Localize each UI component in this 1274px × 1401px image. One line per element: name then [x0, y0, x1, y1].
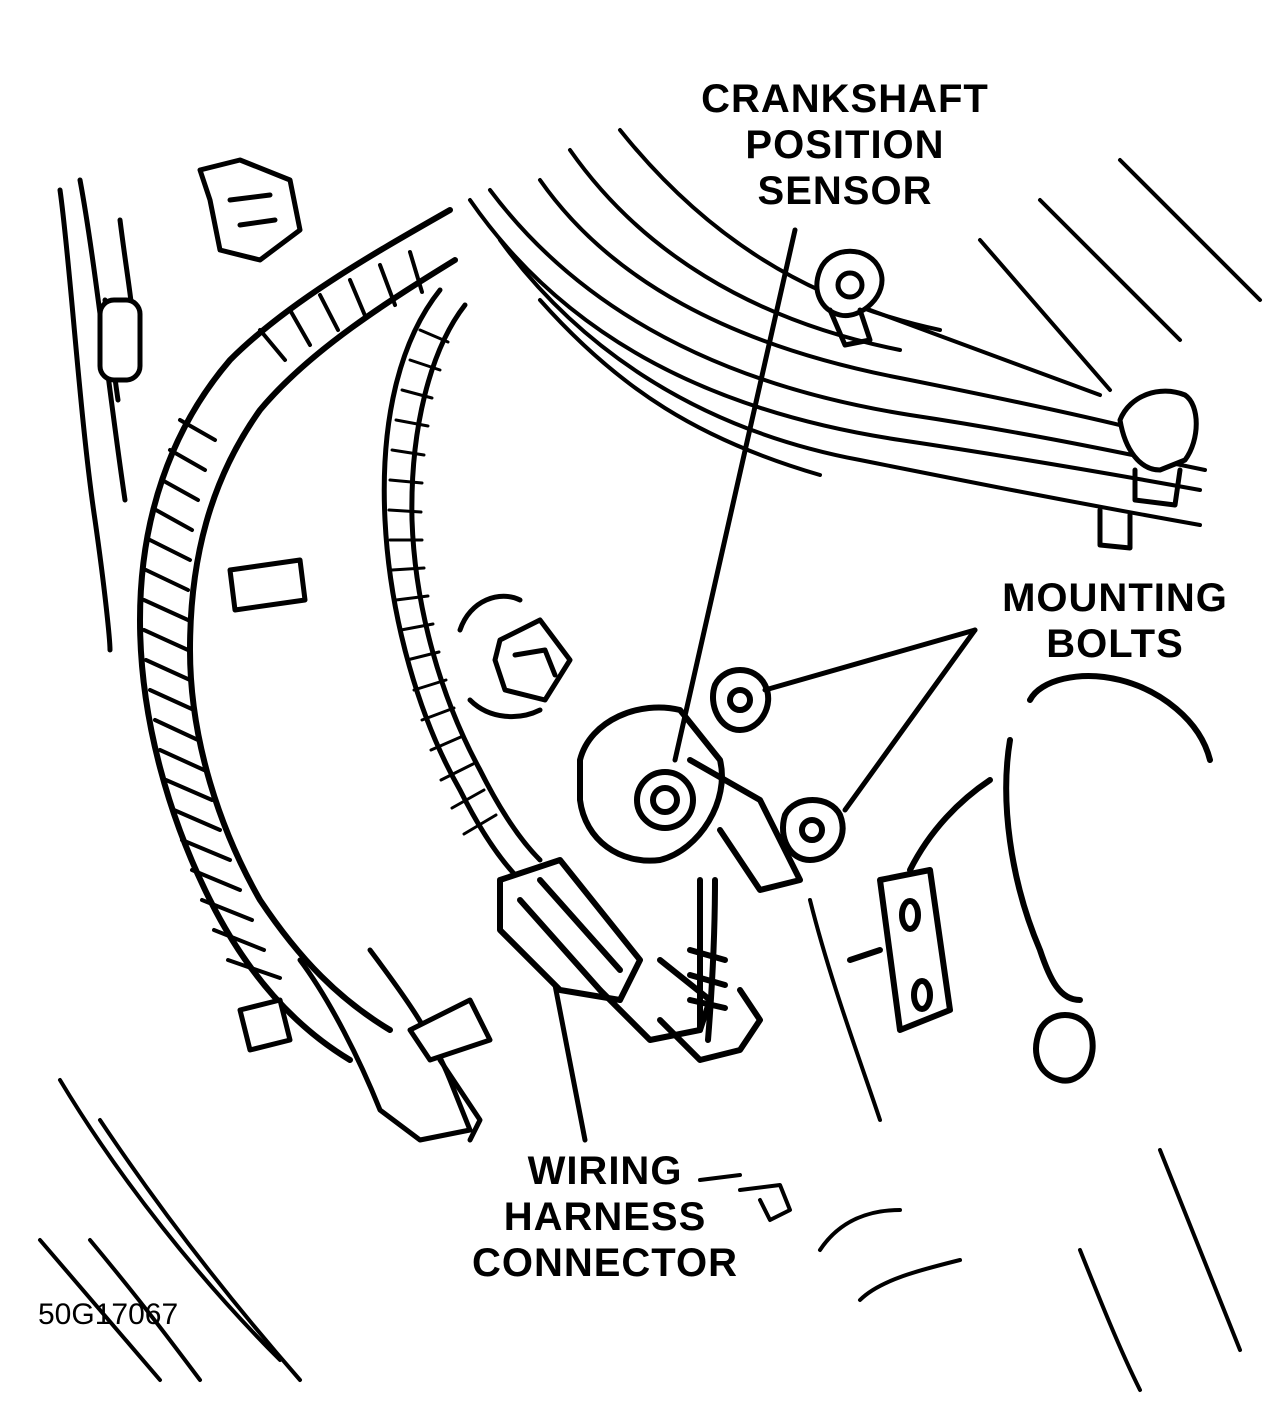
cps-label-line-3: SENSOR	[757, 169, 933, 213]
leader-lines	[552, 227, 978, 1143]
wiring-harness-connector-body	[497, 857, 763, 1063]
whc-label-line-2: HARNESS	[503, 1195, 707, 1239]
corrugated-conduit	[381, 287, 543, 883]
figure-id: 50G17067	[38, 1298, 179, 1331]
crankshaft-position-sensor	[577, 704, 803, 893]
mounting-bolts-label: MOUNTING BOLTS	[970, 575, 1260, 667]
mb-label-line-2: BOLTS	[1046, 622, 1184, 666]
leader-mounting-bolt-lower	[842, 627, 978, 813]
right-hose	[907, 673, 1213, 1084]
left-cables	[57, 157, 303, 653]
lower-left-hose	[237, 947, 493, 1143]
upper-bolt	[814, 248, 885, 348]
leader-wiring-connector	[552, 982, 588, 1143]
whc-label-line-3: CONNECTOR	[471, 1241, 739, 1285]
cps-label-line-1: CRANKSHAFT	[701, 77, 989, 121]
wiring-harness-connector-label: WIRING HARNESS CONNECTOR	[430, 1148, 780, 1286]
mb-label-line-1: MOUNTING	[1002, 576, 1228, 620]
whc-label-line-1: WIRING	[527, 1149, 683, 1193]
mounting-bolt-upper	[710, 667, 772, 733]
lower-outlines	[38, 898, 1242, 1392]
leader-mounting-bolt-upper	[762, 627, 978, 693]
engine-block-arcs	[468, 128, 1262, 527]
cps-label-line-2: POSITION	[745, 123, 945, 167]
conduit-ribs	[387, 328, 498, 836]
center-nut	[457, 593, 573, 720]
right-bracket	[847, 867, 953, 1033]
leader-crankshaft-sensor	[672, 227, 798, 763]
braided-harness-ribs	[142, 250, 424, 980]
right-upper-fitting	[1097, 388, 1199, 551]
harness-clamp	[227, 557, 308, 613]
mounting-bolt-lower	[780, 797, 846, 863]
braided-harness-left	[137, 207, 458, 1063]
crankshaft-position-sensor-label: CRANKSHAFT POSITION SENSOR	[660, 76, 1030, 214]
